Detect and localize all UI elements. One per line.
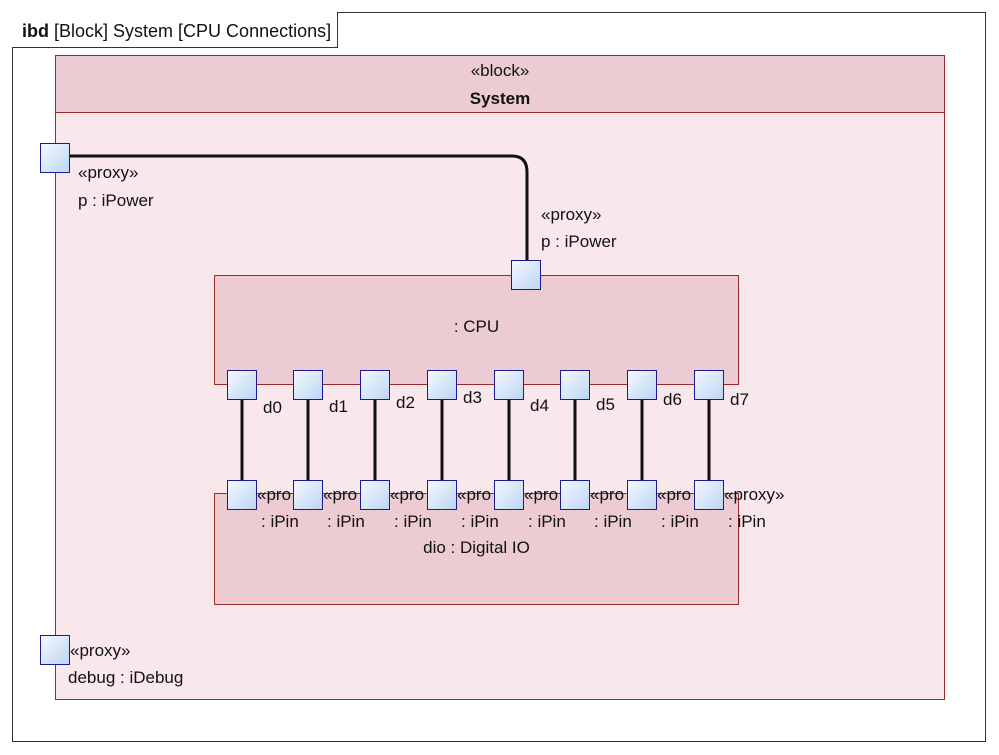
dio-pin-port[interactable] [494,480,524,510]
cpu-pin-port[interactable] [227,370,257,400]
dio-pin-stereotype: «pro [323,485,358,504]
cpu-pin-label: d3 [463,388,482,407]
dio-pin-type: : iPin [661,512,699,531]
dio-pin-type: : iPin [394,512,432,531]
dio-pin-type: : iPin [327,512,365,531]
dio-pin-port[interactable] [293,480,323,510]
system-power-port[interactable] [40,143,70,173]
cpu-label: : CPU [453,317,500,336]
cpu-pin-port[interactable] [694,370,724,400]
cpu-pin-port[interactable] [360,370,390,400]
dio-pin-stereotype: «pro [590,485,625,504]
cpu-pin-port[interactable] [293,370,323,400]
system-debug-port-label: debug : iDebug [68,668,184,687]
diagram-frame [12,12,986,742]
cpu-pin-label: d7 [730,390,749,409]
cpu-pin-label: d4 [530,396,549,415]
dio-pin-port[interactable] [360,480,390,510]
cpu-pin-label: d1 [329,397,348,416]
diagram-title-text: [Block] System [CPU Connections] [54,21,332,41]
cpu-part[interactable]: : CPU [214,275,739,385]
dio-pin-stereotype: «pro [657,485,692,504]
system-debug-port[interactable] [40,635,70,665]
dio-pin-type: : iPin [261,512,299,531]
dio-pin-type: : iPin [594,512,632,531]
cpu-pin-label: d6 [663,390,682,409]
dio-pin-stereotype: «pro [257,485,292,504]
cpu-pin-label: d0 [263,398,282,417]
dio-pin-type: : iPin [728,512,766,531]
cpu-power-port[interactable] [511,260,541,290]
diagram-title: ibd [Block] System [CPU Connections] [12,12,339,48]
dio-pin-port[interactable] [694,480,724,510]
diagram-kind: ibd [22,21,49,41]
system-name: System [469,89,531,108]
cpu-pin-label: d5 [596,395,615,414]
cpu-power-port-stereotype: «proxy» [541,205,602,224]
system-power-port-stereotype: «proxy» [78,163,139,182]
cpu-pin-port[interactable] [560,370,590,400]
cpu-power-port-label: p : iPower [541,232,617,251]
cpu-pin-port[interactable] [427,370,457,400]
dio-pin-type: : iPin [461,512,499,531]
dio-pin-port[interactable] [427,480,457,510]
system-block-header: «block» System [55,55,945,113]
cpu-pin-label: d2 [396,393,415,412]
dio-pin-stereotype: «pro [457,485,492,504]
system-power-port-label: p : iPower [78,191,154,210]
dio-pin-stereotype: «pro [524,485,559,504]
dio-pin-port[interactable] [560,480,590,510]
dio-label: dio : Digital IO [423,538,530,557]
cpu-pin-port[interactable] [494,370,524,400]
system-stereotype: «block» [470,61,530,80]
dio-pin-stereotype: «pro [390,485,425,504]
dio-part[interactable]: dio : Digital IO [214,493,739,605]
power-connector[interactable] [70,154,529,260]
cpu-pin-port[interactable] [627,370,657,400]
system-debug-port-stereotype: «proxy» [70,641,131,660]
dio-pin-type: : iPin [528,512,566,531]
dio-pin-port[interactable] [627,480,657,510]
dio-pin-stereotype: «proxy» [724,485,785,504]
dio-pin-port[interactable] [227,480,257,510]
